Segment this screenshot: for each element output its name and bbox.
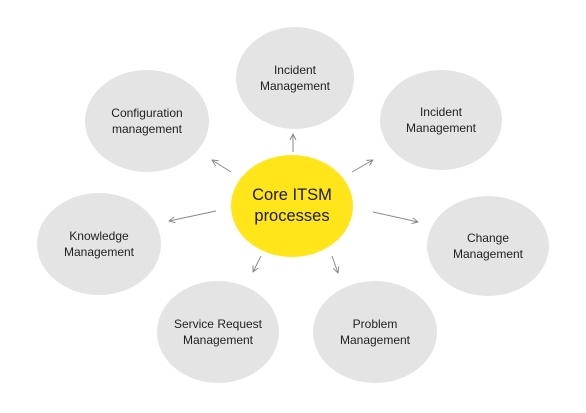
node-incident-management-right: Incident Management [380,70,502,170]
arrow-to-botleft [252,255,262,273]
node-knowledge-management: Knowledge Management [37,193,161,295]
node-incident-management-top: Incident Management [236,27,354,129]
node-change-management: Change Management [427,196,549,296]
node-label: Configuration management [111,106,183,136]
node-label: Change Management [452,231,524,261]
center-node-core-itsm-processes: Core ITSM processes [231,155,353,257]
node-label: Problem Management [339,317,411,347]
node-label: Incident Management [259,63,331,93]
node-label: Service Request Management [173,317,263,347]
arrow-to-botright [331,255,340,274]
node-service-request-management: Service Request Management [157,281,279,383]
node-label: Incident Management [405,105,477,135]
node-label: Knowledge Management [63,229,135,259]
arrow-to-topright [351,159,374,173]
node-configuration-management: Configuration management [85,70,209,172]
arrow-to-right [372,211,419,225]
node-problem-management: Problem Management [313,281,437,383]
arrow-to-topleft [211,159,232,173]
arrow-to-left [168,210,217,224]
center-label: Core ITSM processes [252,186,332,225]
